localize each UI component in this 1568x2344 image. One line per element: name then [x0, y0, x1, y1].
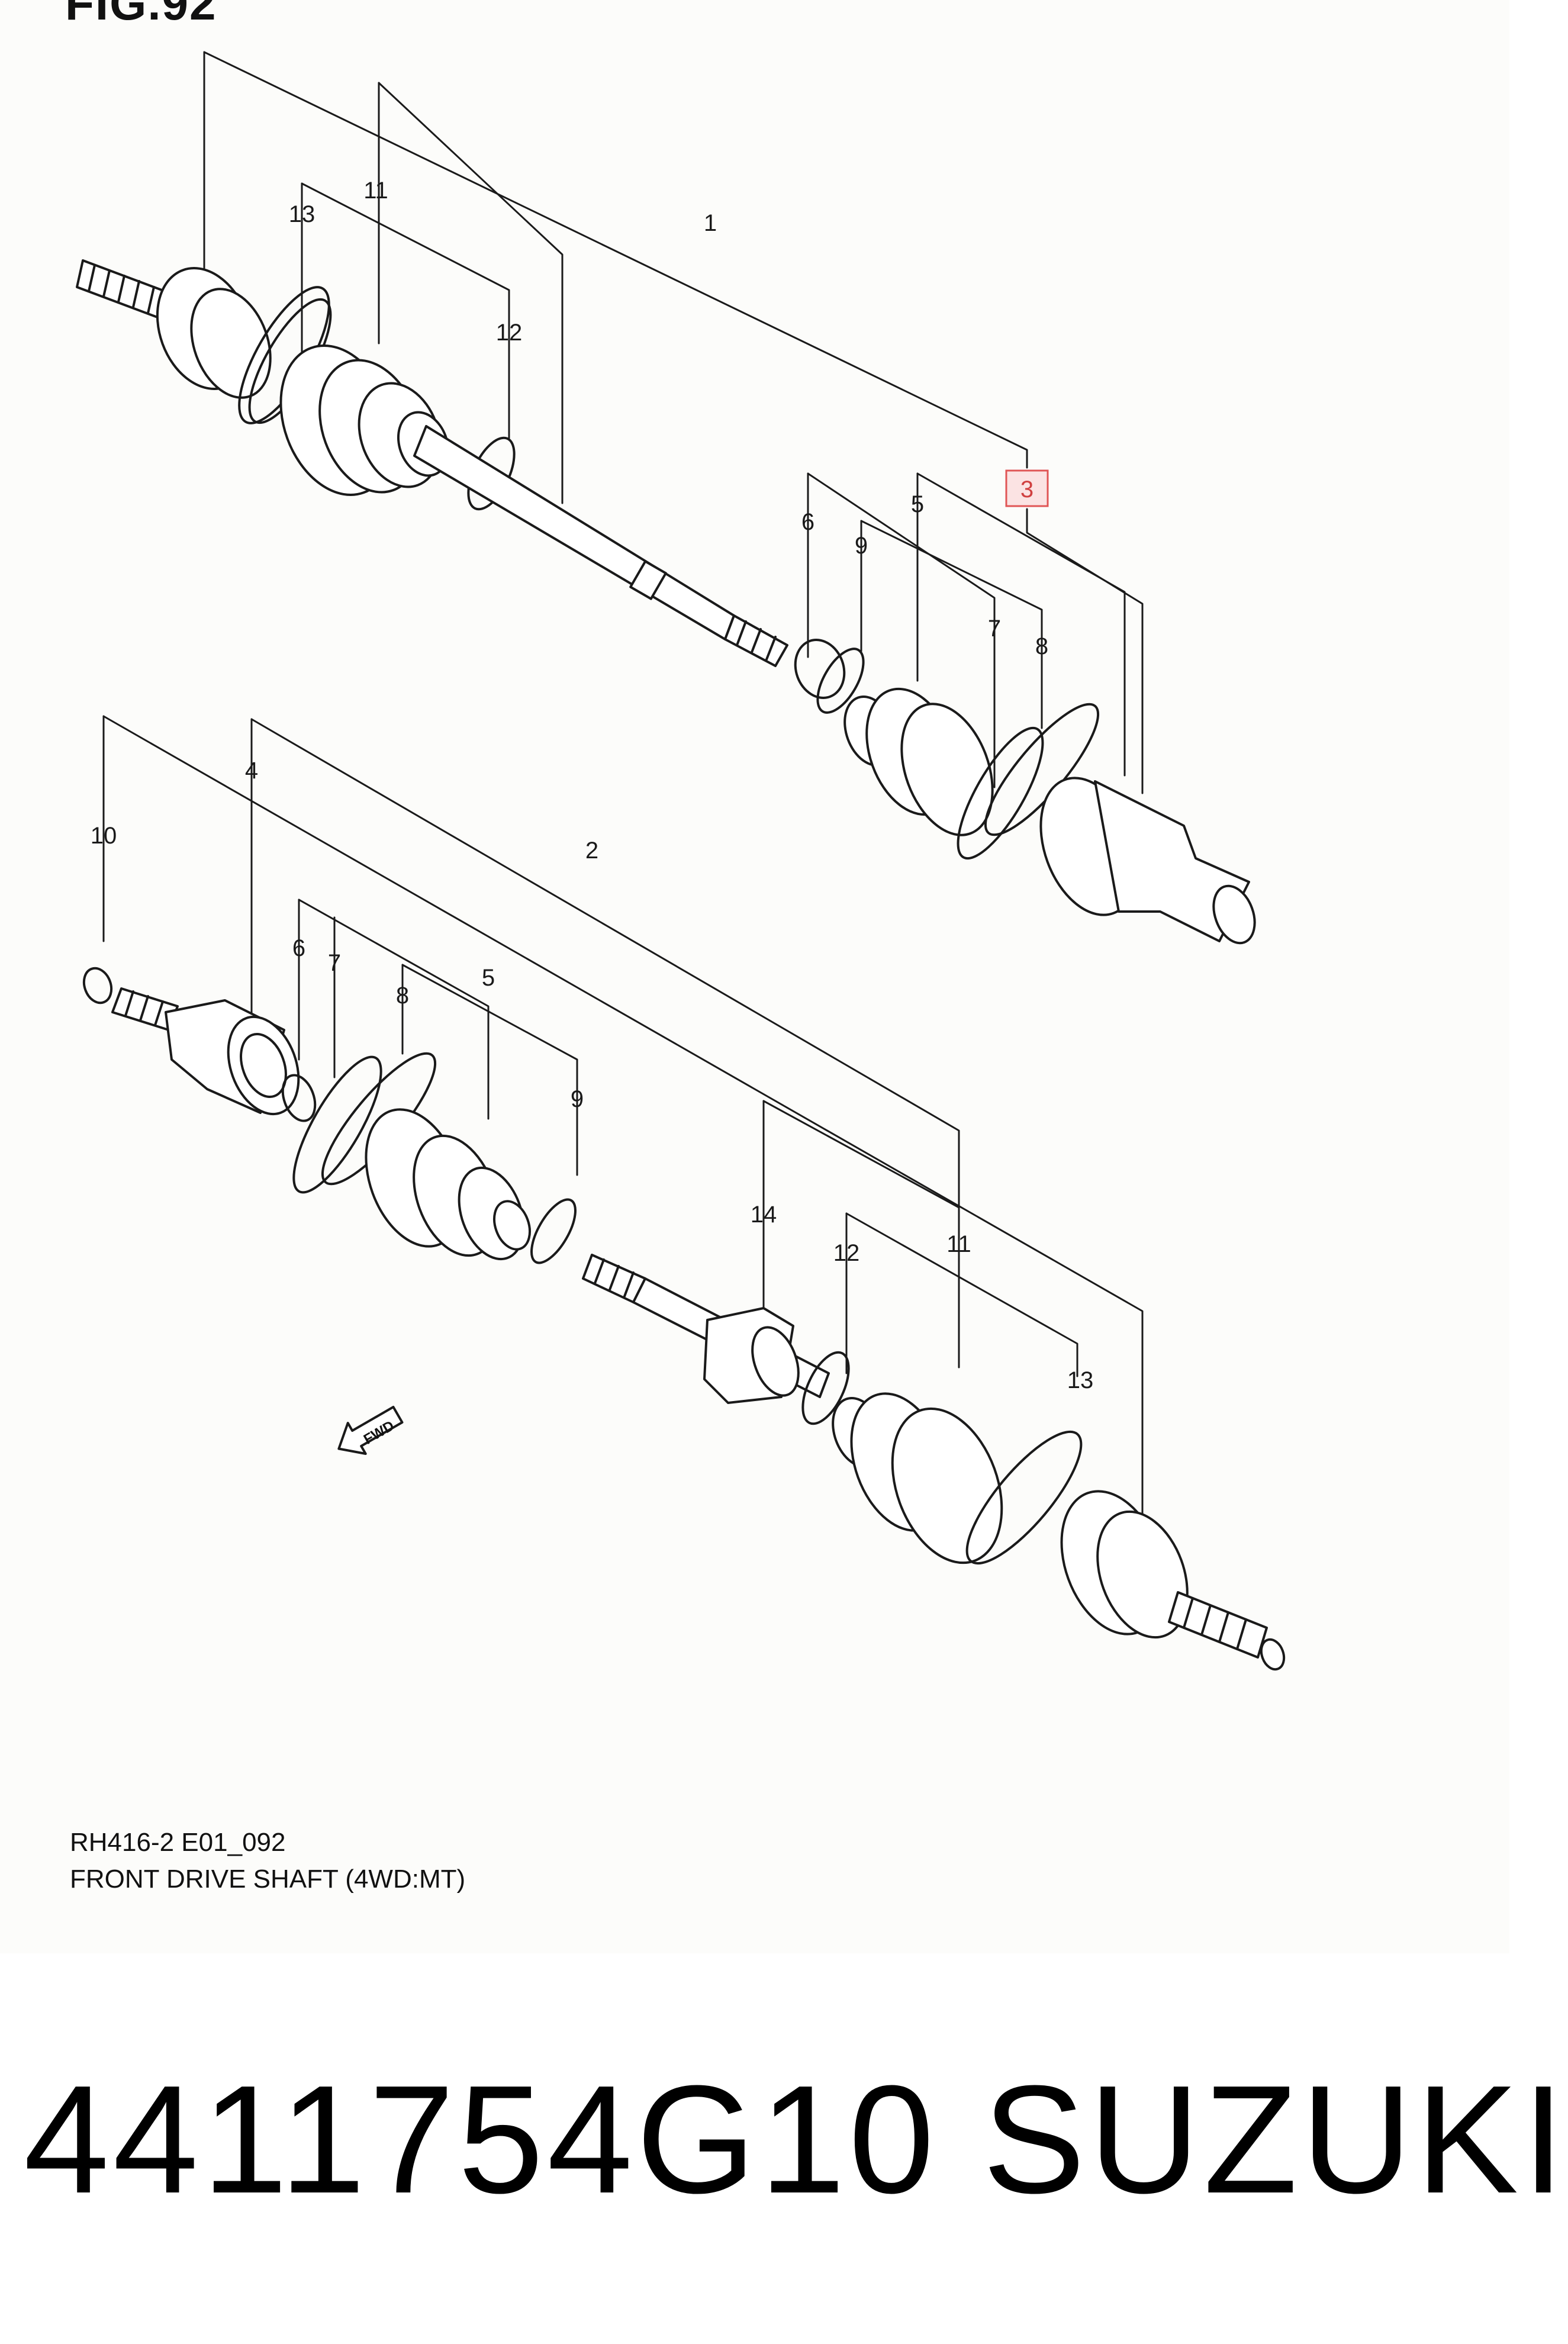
drawing-code: RH416-2 E01_092: [70, 1828, 286, 1857]
callout-top-9: 9: [855, 533, 868, 559]
callout-bottom-13: 13: [1067, 1367, 1094, 1393]
callout-top-12: 12: [496, 320, 523, 346]
top-drive-shaft: [76, 259, 1256, 945]
diagram-caption: FRONT DRIVE SHAFT (4WD:MT): [70, 1865, 466, 1894]
exploded-view-diagram: FWD 1 3 5 6 7 8 9 11 12 13 2 4 5 6 7 8 9…: [76, 51, 1286, 1671]
callout-bottom-14: 14: [751, 1202, 777, 1228]
callout-bottom-7: 7: [328, 950, 341, 976]
callout-bottom-5: 5: [482, 965, 495, 991]
bottom-drive-shaft: [82, 967, 1286, 1671]
callout-bottom-4: 4: [245, 758, 258, 784]
callout-top-11: 11: [363, 178, 388, 204]
callout-bottom-11: 11: [946, 1231, 971, 1257]
diagram-panel: FWD 1 3 5 6 7 8 9 11 12 13 2 4 5 6 7 8 9…: [65, 0, 1286, 1894]
callout-top-3: 3: [1020, 476, 1033, 503]
callout-top-8: 8: [1035, 633, 1048, 659]
callout-bottom-9: 9: [571, 1086, 584, 1112]
callout-top-1: 1: [704, 210, 717, 236]
callout-bottom-6: 6: [292, 935, 305, 961]
brand-name: SUZUKI: [983, 2054, 1568, 2226]
callout-top-7: 7: [988, 616, 1001, 642]
callout-top-13: 13: [289, 201, 315, 227]
highlight-box-3: [1005, 469, 1049, 507]
callout-top-6: 6: [801, 509, 814, 535]
callout-bottom-10: 10: [91, 823, 117, 849]
callout-bottom-8: 8: [396, 983, 409, 1009]
callout-bottom-12: 12: [833, 1240, 860, 1266]
top-leader-lines: [203, 51, 1144, 794]
callout-top-5: 5: [911, 491, 924, 517]
callout-bottom-2: 2: [585, 838, 598, 864]
bottom-leader-lines: [102, 715, 1144, 1522]
part-number: 4411754G10: [24, 2054, 938, 2226]
fwd-arrow-icon: [337, 1406, 404, 1455]
figure-title: FIG.92: [65, 0, 217, 30]
